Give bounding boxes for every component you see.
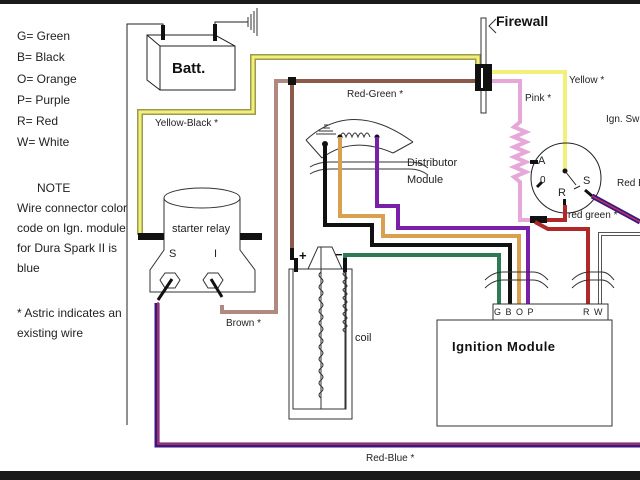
ignition-module <box>436 303 613 427</box>
legend-item: O= Orange <box>17 71 77 86</box>
coil-label: coil <box>355 332 372 344</box>
wire-yellow <box>492 70 567 172</box>
ignition-module-label: Ignition Module <box>452 339 556 354</box>
switch-terminal-r: R <box>558 187 566 199</box>
battery-terminal-negative <box>213 24 217 41</box>
switch-terminal-0: 0 <box>540 175 546 186</box>
wire-black <box>323 144 512 305</box>
wire-orange <box>338 137 521 305</box>
wire-label-pink: Pink * <box>525 93 552 104</box>
module-pins-gbop: G B O P <box>494 307 535 317</box>
wire-label-yellow: Yellow * <box>569 75 605 86</box>
wire-label-red-blue: Red-Blue * <box>366 453 415 464</box>
coil-positive-terminal: + <box>299 248 307 263</box>
color-legend: G= Green B= Black O= Orange P= Purple R=… <box>17 26 77 154</box>
firewall <box>475 17 497 114</box>
distributor-label: Distributor <box>407 157 458 169</box>
distributor-module-label: Module <box>407 174 444 186</box>
bottom-border <box>0 471 640 480</box>
wire-white <box>598 232 640 308</box>
module-pins-rw: R W <box>583 307 604 317</box>
ignition-coil <box>288 246 353 420</box>
relay-terminal-i: I <box>214 248 218 260</box>
switch-terminal-a: A <box>538 155 546 167</box>
coil-negative-terminal: − <box>335 247 343 262</box>
ground-symbol-icon <box>247 8 258 36</box>
wire-green <box>343 253 501 305</box>
note-body: Wire connector color code on Ign. module… <box>17 201 128 275</box>
distributor <box>305 119 429 176</box>
legend-item: W= White <box>17 135 70 150</box>
starter-relay-label: starter relay <box>172 223 231 235</box>
wire-red-green <box>288 77 478 260</box>
legend-item: G= Green <box>17 29 71 43</box>
legend-item: B= Black <box>17 50 65 65</box>
wire-brown <box>220 79 292 314</box>
module-connector-left <box>484 271 549 289</box>
module-connector-right <box>571 271 615 289</box>
wire-label-red-blue-side: Red B <box>617 178 640 189</box>
battery-terminal-positive <box>161 25 165 40</box>
top-border <box>0 0 640 4</box>
asterisk-note: * Astric indicates an existing wire <box>17 306 122 340</box>
relay-terminal-s: S <box>169 248 177 260</box>
note-title: NOTE <box>37 181 71 195</box>
legend-item: R= Red <box>17 114 59 129</box>
wire-pink <box>492 79 535 222</box>
firewall-label: Firewall <box>496 13 549 29</box>
ign-switch-label: Ign. Sw <box>606 114 640 125</box>
switch-terminal-s: S <box>583 175 591 187</box>
starter-relay <box>138 187 262 301</box>
battery <box>146 24 236 91</box>
battery-label: Batt. <box>172 60 206 77</box>
wire-purple <box>375 137 530 305</box>
legend-item: P= Purple <box>17 92 71 107</box>
note-block: NOTE Wire connector color code on Ign. m… <box>17 178 142 278</box>
wire-red-green-switch <box>530 205 590 308</box>
wire-label-yellow-black: Yellow-Black * <box>155 118 218 129</box>
wire-label-red-green-switch: red green * <box>568 210 618 221</box>
wire-red-blue <box>154 193 640 448</box>
wire-label-red-green: Red-Green * <box>347 89 404 100</box>
wire-label-brown: Brown * <box>226 318 262 329</box>
wire-yellow-black <box>137 54 481 235</box>
